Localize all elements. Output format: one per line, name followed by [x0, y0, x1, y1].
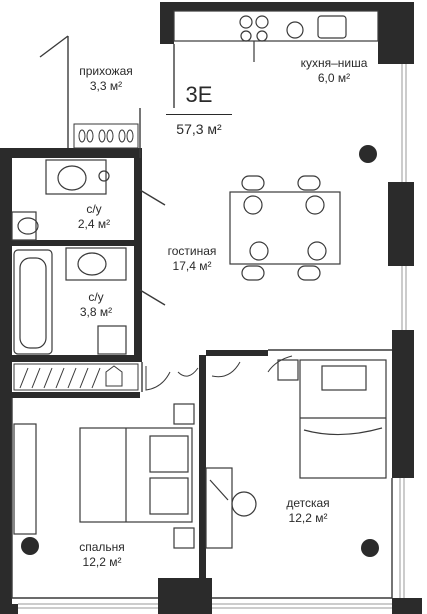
- wall-bottom-mid: [158, 578, 212, 614]
- bath1-fixtures: [11, 159, 110, 241]
- nightstand-icon: [277, 359, 299, 381]
- sink-icon: [317, 15, 347, 39]
- desk-icon: [205, 467, 257, 549]
- room-label-living: гостиная 17,4 м²: [168, 244, 217, 274]
- wall-bath-right: [134, 148, 142, 362]
- nightstand-3-icon: [173, 527, 195, 549]
- kitchen-counter: [173, 10, 379, 62]
- closet-icon: [13, 363, 139, 391]
- room-area: 17,4 м²: [172, 259, 212, 273]
- nightstand-2-icon: [173, 403, 195, 425]
- stove-burner-icon: [239, 15, 253, 29]
- room-area: 6,0 м²: [317, 71, 351, 85]
- windows: [18, 64, 407, 609]
- wall-left: [0, 148, 12, 614]
- dining-table-icon: [229, 175, 341, 281]
- room-area: 12,2 м²: [288, 511, 328, 525]
- room-label-kitchen: кухня–ниша 6,0 м²: [301, 56, 368, 86]
- room-label-hallway: прихожая 3,3 м²: [79, 64, 132, 94]
- bedroom-bed-icon: [13, 403, 195, 549]
- wall-top-left-block: [160, 2, 174, 44]
- room-area: 2,4 м²: [77, 217, 111, 231]
- wall-bottom-left: [0, 604, 18, 614]
- wall-kids-top: [206, 350, 268, 356]
- room-area: 3,3 м²: [89, 79, 123, 93]
- plant-3-icon: [21, 537, 39, 555]
- room-name: спальня: [79, 540, 125, 554]
- room-name: прихожая: [79, 64, 133, 78]
- wall-bottom-right: [392, 598, 422, 614]
- room-area: 12,2 м²: [82, 555, 122, 569]
- badge-divider: [166, 114, 232, 115]
- wall-right-upper: [378, 2, 414, 64]
- wall-bedroom-divider: [199, 355, 206, 578]
- washbasin-icon: [45, 159, 107, 195]
- room-label-kids: детская 12,2 м²: [286, 496, 329, 526]
- apartment-badge: 3Е 57,3 м²: [166, 82, 232, 137]
- wall-right-mid-1: [388, 182, 414, 266]
- plants: [21, 145, 379, 557]
- wall-bath-divider: [12, 240, 140, 246]
- kids-bed-icon: [277, 359, 387, 479]
- room-label-bedroom: спальня 12,2 м²: [79, 540, 125, 570]
- bathtub-icon: [13, 249, 53, 355]
- plant-icon: [359, 145, 377, 163]
- apartment-total-area: 57,3 м²: [176, 121, 222, 137]
- wall-right-mid-2: [392, 330, 414, 478]
- bath2-fixtures: [13, 247, 127, 355]
- wall-top: [160, 2, 388, 11]
- room-area: 3,8 м²: [79, 305, 113, 319]
- wall-left-top: [0, 148, 140, 158]
- room-name: с/у: [86, 202, 102, 216]
- wall-bath2-bottom: [12, 355, 142, 362]
- wardrobe-icon: [13, 423, 37, 535]
- room-name: с/у: [88, 290, 104, 304]
- toilet-icon: [11, 211, 37, 241]
- room-name: кухня–ниша: [300, 56, 368, 70]
- room-label-bath2: с/у 3,8 м²: [80, 290, 112, 320]
- room-name: гостиная: [167, 244, 217, 258]
- washing-machine-icon: [97, 325, 127, 355]
- washbasin-2-icon: [65, 247, 127, 281]
- thin-walls: [11, 35, 393, 599]
- doors: [145, 355, 293, 391]
- apartment-code: 3Е: [185, 82, 213, 107]
- shoe-rack-icon: [73, 123, 139, 149]
- plant-2-icon: [361, 539, 379, 557]
- room-label-bath1: с/у 2,4 м²: [78, 202, 110, 232]
- room-name: детская: [286, 496, 330, 510]
- wall-closet-bottom: [12, 392, 140, 398]
